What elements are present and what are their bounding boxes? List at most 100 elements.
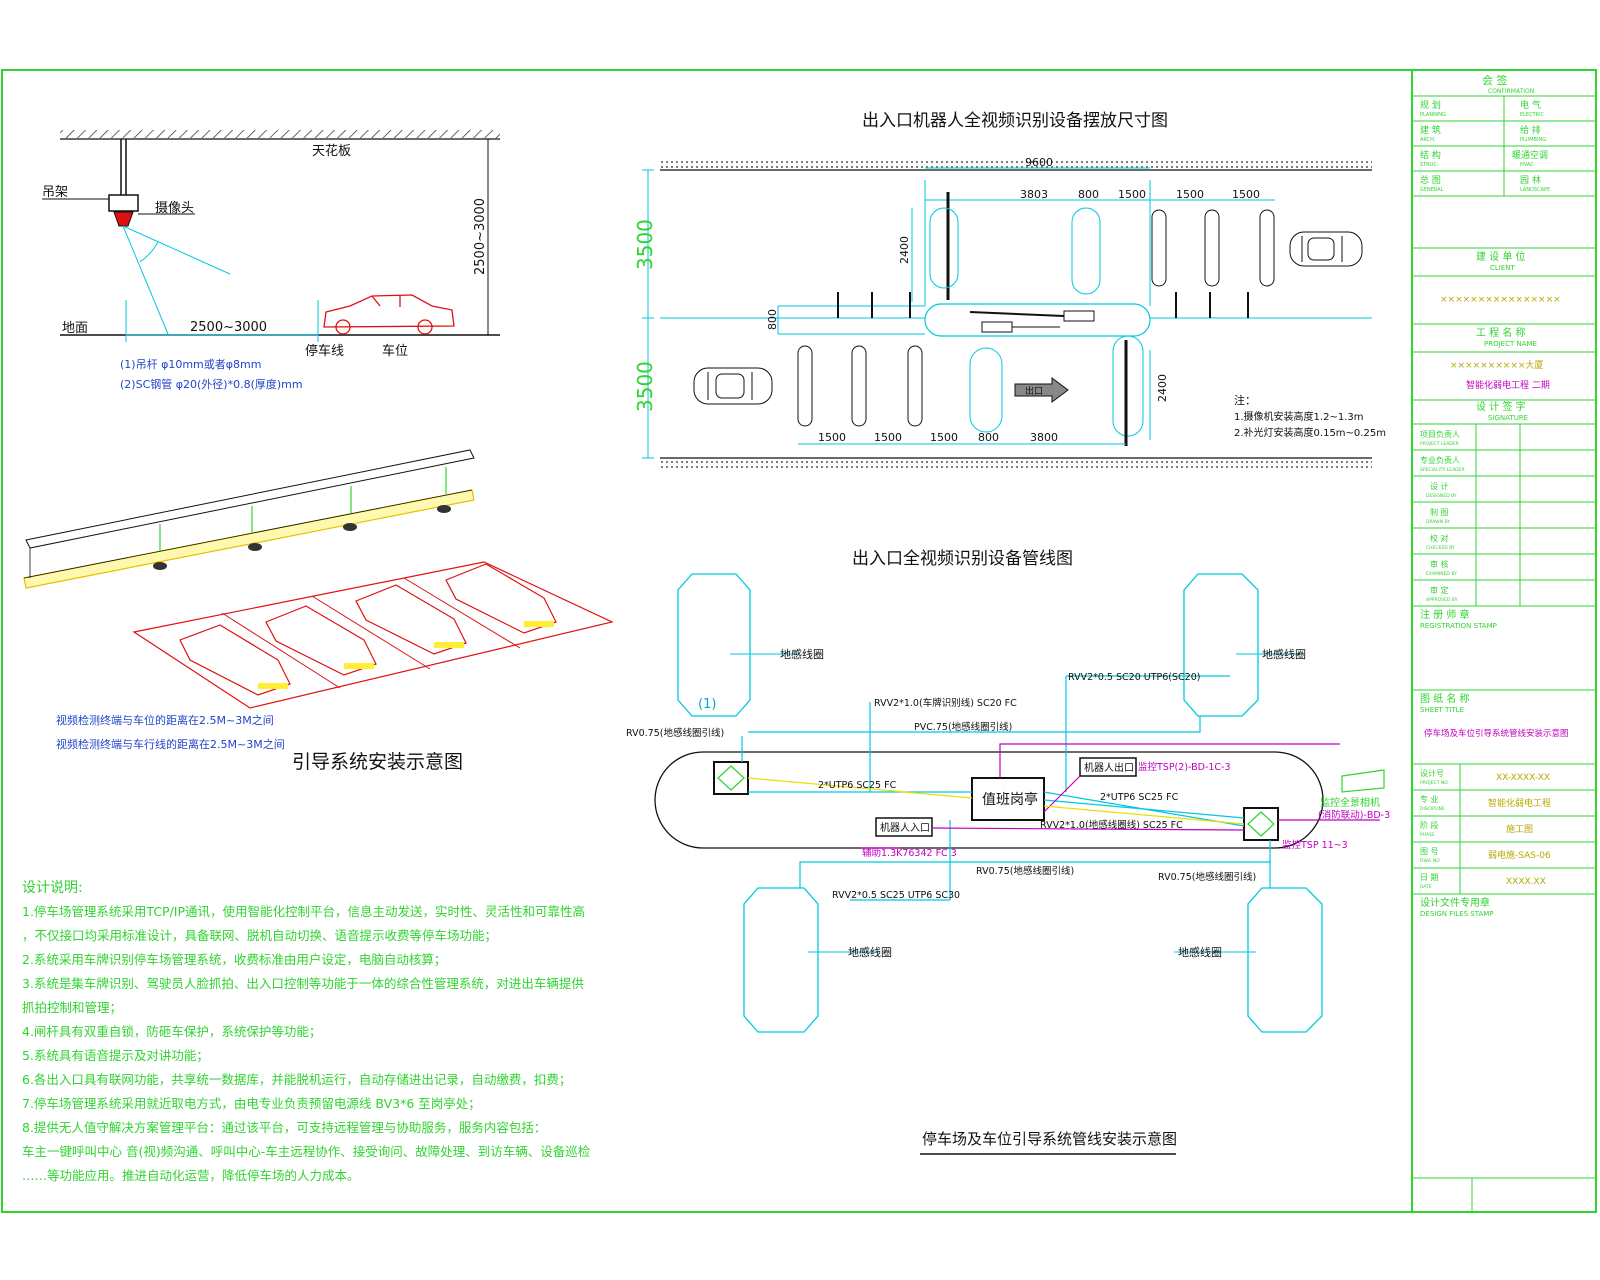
design-note-line: 车主一键呼叫中心 音(视)频沟通、呼叫中心-车主远程协作、接受询问、故障处理、到… xyxy=(22,1144,591,1159)
space-label: 车位 xyxy=(382,343,408,359)
info-value: XXXX.XX xyxy=(1506,877,1546,887)
title-block: 会 签 CONFIRMATION 规 划 PLANNING 电 气 ELECTR… xyxy=(1412,73,1596,1212)
design-note-line: 8.提供无人值守解决方案管理平台：通过该平台，可支持远程管理与协助服务，服务内容… xyxy=(22,1120,546,1135)
bottom-dim-a: 1500 xyxy=(818,431,846,444)
info-value: 弱电施-SAS-06 xyxy=(1488,849,1551,861)
loop-label-1: 地感线圈 xyxy=(780,647,824,661)
sheet-frame xyxy=(1,69,1597,1213)
client-en: CLIENT xyxy=(1490,264,1516,272)
design-note-line: 3.系统是集车牌识别、驾驶员人脸抓拍、出入口控制等功能于一体的综合性管理系统，对… xyxy=(22,976,584,991)
sign-row: 制 图 xyxy=(1430,507,1449,517)
sheet-cn: 图 纸 名 称 xyxy=(1420,692,1470,705)
cable-label: RVV2*0.5 SC25 UTP6 SC30 xyxy=(832,890,960,901)
cable-label: RVV2*1.0(车牌识别线) SC20 FC xyxy=(874,697,1017,709)
cable-label: (消防联动)-BD-3 xyxy=(1318,809,1390,821)
floor-label: 地面 xyxy=(62,321,88,336)
robot-entry-label: 机器人入口 xyxy=(880,821,930,834)
exit-arrow-label: 出口 xyxy=(1025,385,1043,397)
loop-bottom-left xyxy=(743,887,819,1033)
info-row-en: DWG NO. xyxy=(1420,858,1441,864)
sign-row: 项目负责人 xyxy=(1420,429,1460,439)
info-row-en: PHASE xyxy=(1420,832,1435,838)
sign-row: 校 对 xyxy=(1430,533,1449,543)
guide-note-1: 视频检测终端与车位的距离在2.5M~3M之间 xyxy=(56,713,274,727)
tb-label-en: GENERAL xyxy=(1420,187,1444,193)
project-cn: 工 程 名 称 xyxy=(1476,326,1526,339)
top-dim-c: 1500 xyxy=(1118,188,1146,201)
sign-row-en: PROJECT LEADER xyxy=(1420,441,1459,447)
cable-label: 监控TSP(2)-BD-1C-3 xyxy=(1138,761,1231,773)
info-row: 专 业 xyxy=(1420,794,1439,804)
info-row: 设计号 xyxy=(1420,768,1444,778)
design-note-line: 2.系统采用车牌识别停车场管理系统，收费标准由用户设定，电脑自动核算； xyxy=(22,952,446,967)
sign-row-en: EXAMINED BY xyxy=(1426,571,1457,577)
files-cn: 设计文件专用章 xyxy=(1420,896,1490,909)
island-dim: 800 xyxy=(766,309,779,330)
tb-label-en: LANDSCAPE xyxy=(1520,187,1550,193)
confirm-cn: 会 签 xyxy=(1482,73,1508,87)
info-value: XX-XXXX-XX xyxy=(1496,773,1550,783)
stamp-en: REGISTRATION STAMP xyxy=(1420,622,1497,630)
circle-marker: (1) xyxy=(698,697,716,712)
info-row: 阶 段 xyxy=(1420,820,1439,830)
design-note-line: 6.各出入口具有联网功能，共享统一数据库，并能脱机运行，自动存储进出记录，自动缴… xyxy=(22,1072,571,1087)
tb-label: 建 筑 xyxy=(1420,124,1441,136)
design-note-line: 4.闸杆具有双重自锁，防砸车保护，系统保护等功能； xyxy=(22,1024,321,1039)
car-bottom-left xyxy=(693,367,773,405)
bottom-dim-e: 3800 xyxy=(1030,431,1058,444)
confirm-en: CONFIRMATION xyxy=(1488,88,1534,95)
pipe-note: (2)SC钢管 φ20(外径)*0.8(厚度)mm xyxy=(120,377,303,391)
loop-label-4: 地感线圈 xyxy=(1178,945,1222,959)
project-value-1: ××××××××××大厦 xyxy=(1450,359,1543,371)
cable-label: RVV2*0.5 SC20 UTP6(SC20) xyxy=(1068,672,1200,683)
tb-label: 规 划 xyxy=(1420,99,1441,111)
plan-note-1: 1.摄像机安装高度1.2~1.3m xyxy=(1234,410,1363,423)
tb-label: 电 气 xyxy=(1520,99,1541,111)
sheet-en: SHEET TITLE xyxy=(1420,706,1464,714)
cable-label: RV0.75(地感线圈引线) xyxy=(1158,871,1256,883)
height-dim: 2500~3000 xyxy=(473,198,488,275)
project-value-2: 智能化弱电工程 二期 xyxy=(1466,379,1550,391)
info-value: 智能化弱电工程 xyxy=(1488,797,1551,809)
sign-row-en: SPECIALITY LEADER xyxy=(1420,467,1465,473)
sign-row: 审 定 xyxy=(1430,585,1449,595)
loop-top-left xyxy=(677,573,751,717)
tb-label: 给 排 xyxy=(1520,124,1541,136)
plan-note-2: 2.补光灯安装高度0.15m~0.25m xyxy=(1234,426,1386,439)
loop-label-2: 地感线圈 xyxy=(1262,647,1306,661)
tb-label-en: HVAC xyxy=(1520,162,1534,168)
ceiling-section: 天花板 吊架 摄像头 2500~3000 地面 2500~3000 停车线 车位 xyxy=(42,130,500,391)
sign-row: 审 核 xyxy=(1430,559,1449,569)
tb-label-en: ARCH. xyxy=(1420,137,1436,143)
cable-label: 2*UTP6 SC25 FC xyxy=(1100,792,1179,803)
files-en: DESIGN FILES STAMP xyxy=(1420,910,1494,918)
tb-label: 结 构 xyxy=(1420,149,1441,161)
plan-title: 出入口机器人全视频识别设备摆放尺寸图 xyxy=(862,111,1168,131)
info-row: 日 期 xyxy=(1420,873,1439,882)
info-row-en: DISCIPLINE xyxy=(1420,806,1445,812)
loop-bottom-right xyxy=(1247,887,1323,1033)
tb-label-en: ELECTRIC xyxy=(1520,112,1545,118)
sign-row-en: DRAWN BY xyxy=(1426,519,1450,525)
bottom-dim-b: 1500 xyxy=(874,431,902,444)
top-dim-d: 1500 xyxy=(1176,188,1204,201)
client-cn: 建 设 单 位 xyxy=(1476,250,1526,263)
top-dim-e: 1500 xyxy=(1232,188,1260,201)
info-value: 施工图 xyxy=(1506,823,1533,835)
wiring-diagram: 出入口全视频识别设备管线图 地感线圈 地感线圈 地感线圈 地感线圈 (1) 值班… xyxy=(626,549,1390,1155)
cable-label: 辅助1.3K76342 FC 3 xyxy=(862,847,957,859)
client-value: ×××××××××××××××× xyxy=(1440,295,1561,305)
tb-label-en: STRUC. xyxy=(1420,162,1439,168)
vertical-dim-left: 2400 xyxy=(898,236,911,264)
tb-label: 园 林 xyxy=(1520,174,1541,186)
vertical-dim-right: 2400 xyxy=(1156,374,1169,402)
cable-label: 2*UTP6 SC25 FC xyxy=(818,780,897,791)
tb-label-en: PLUMBING xyxy=(1520,137,1546,143)
bracket-label: 吊架 xyxy=(42,185,68,200)
island-capsule xyxy=(654,751,1324,849)
car-top-right xyxy=(1289,231,1363,267)
design-note-line: 7.停车场管理系统采用就近取电方式，由电专业负责预留电源线 BV3*6 至岗亭处… xyxy=(22,1096,481,1111)
robot-exit-label: 机器人出口 xyxy=(1084,761,1134,774)
sign-row-en: DESIGNED BY xyxy=(1426,493,1457,499)
